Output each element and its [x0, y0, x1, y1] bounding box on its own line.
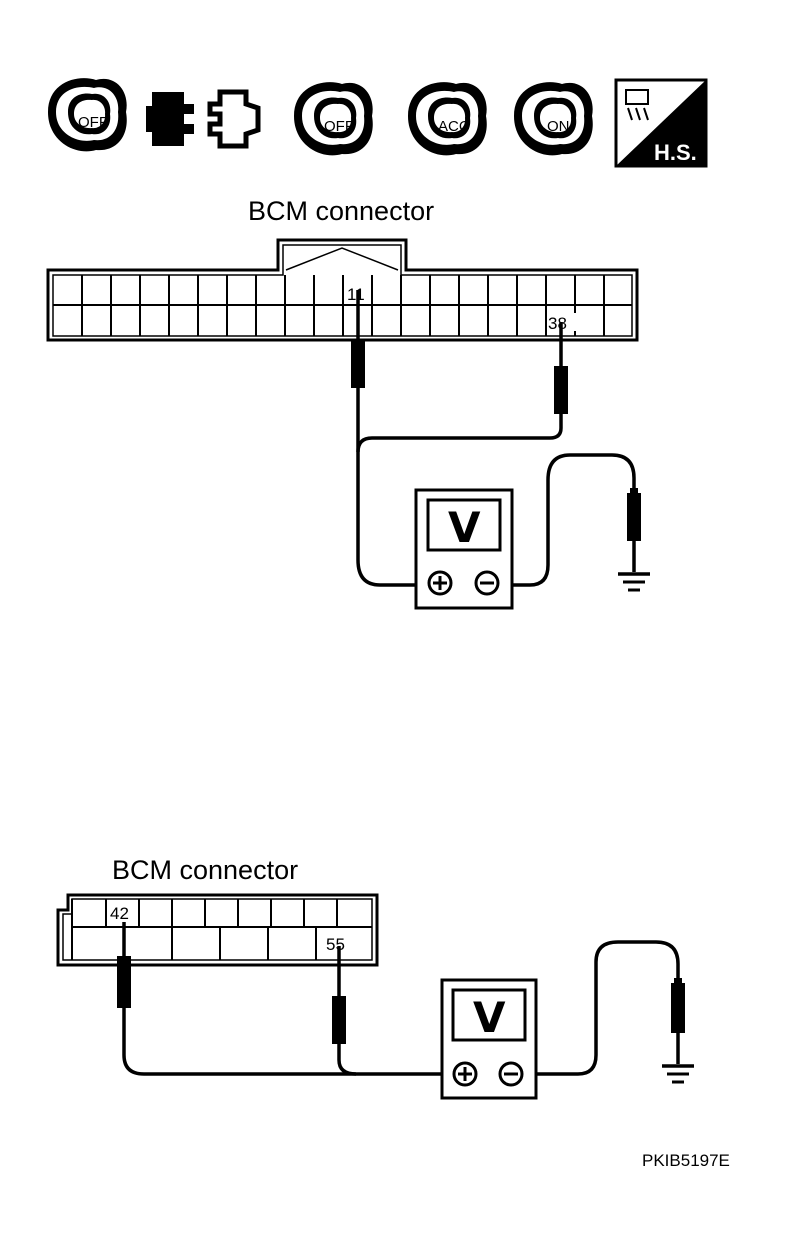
harness-side-icon: H.S. — [614, 78, 708, 168]
pin-11-label: 11 — [347, 285, 365, 304]
pin-55-label: 55 — [326, 935, 345, 954]
probe-bottom-pin-42 — [117, 956, 131, 1008]
bcm-connector-bottom — [56, 893, 379, 967]
ignition-acc-label: ACC — [438, 118, 470, 135]
test-leads-top — [356, 290, 650, 592]
probe-top-pin-11 — [351, 340, 365, 388]
probe-bottom-pin-55 — [332, 996, 346, 1044]
ignition-off-icon: OFF — [294, 82, 373, 156]
bcm-connector-top — [46, 238, 639, 342]
voltmeter-symbol: V — [473, 993, 506, 1042]
connector-title: BCM connector — [248, 196, 434, 226]
probe-bottom-ground-tip — [674, 978, 682, 986]
voltmeter-top: V — [414, 488, 514, 610]
probe-top-ground — [627, 493, 641, 541]
connector-disconnect-icon — [146, 89, 261, 149]
ignition-off-icon: OFF — [48, 78, 127, 152]
harness-side-label: H.S. — [654, 140, 697, 165]
connector-title: BCM connector — [112, 855, 298, 885]
ignition-on-icon: ON — [514, 82, 593, 156]
probe-top-pin-38 — [554, 366, 568, 414]
pin-42-label: 42 — [110, 904, 129, 923]
ignition-acc-icon: ACC — [408, 82, 487, 156]
test-leads-bottom — [122, 922, 694, 1084]
probe-top-ground-tip — [630, 488, 638, 496]
pin-38-label: 38 — [548, 314, 567, 333]
ignition-off-label: OFF — [78, 114, 108, 131]
figure-code: PKIB5197E — [642, 1151, 730, 1170]
pin-label-bg — [109, 902, 137, 922]
voltmeter-symbol: V — [448, 503, 481, 552]
ignition-off-label: OFF — [324, 118, 354, 135]
ignition-on-label: ON — [547, 118, 570, 135]
voltmeter-bottom: V — [440, 978, 538, 1100]
pin-label-bg — [325, 933, 353, 953]
probe-bottom-ground — [671, 983, 685, 1033]
